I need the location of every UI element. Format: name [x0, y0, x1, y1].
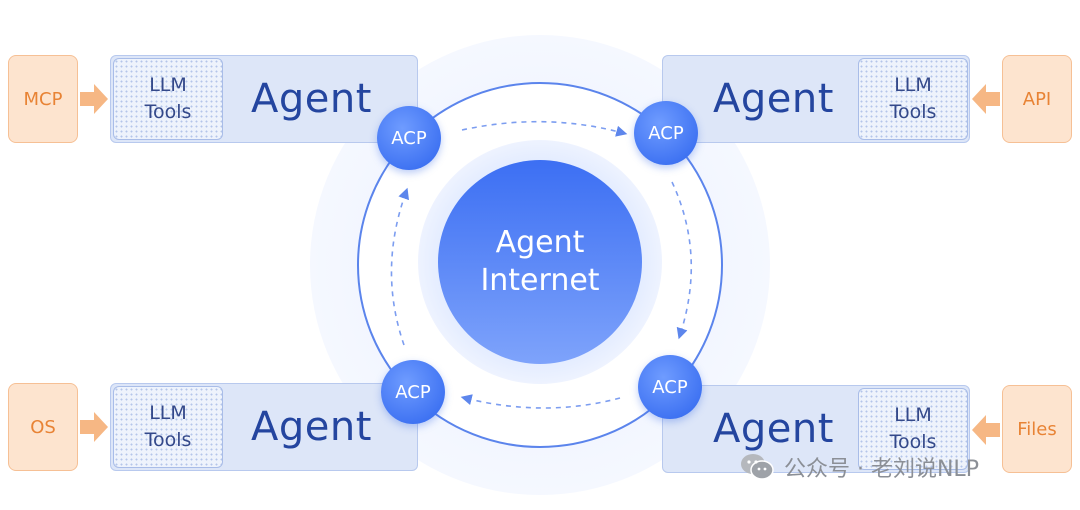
- feed-arrow-api: [972, 84, 1000, 114]
- llm-tools-box: LLM Tools: [113, 58, 223, 140]
- acp-node-top-right: ACP: [634, 101, 698, 165]
- acp-node-bottom-left: ACP: [381, 360, 445, 424]
- center-label-line2: Internet: [480, 263, 600, 298]
- flow-arrow-top: [461, 120, 628, 137]
- agent-internet-core: [438, 160, 642, 364]
- llm-tools-box: LLM Tools: [113, 386, 223, 468]
- agent-label: Agent: [713, 76, 834, 122]
- tools-line-tools: Tools: [144, 429, 192, 451]
- agent-label: Agent: [251, 76, 372, 122]
- tools-line-tools: Tools: [889, 101, 937, 123]
- tools-line-llm: LLM: [894, 74, 932, 96]
- source-api: API: [1002, 55, 1072, 143]
- agent-label: Agent: [251, 404, 372, 450]
- llm-tools-box: LLM Tools: [858, 388, 968, 470]
- agent-card-top-right: Agent LLM Tools: [662, 55, 970, 143]
- tools-line-llm: LLM: [149, 402, 187, 424]
- tools-line-llm: LLM: [149, 74, 187, 96]
- agent-label: Agent: [713, 406, 834, 452]
- acp-node-bottom-right: ACP: [638, 355, 702, 419]
- watermark: 公众号 · 老刘说NLP: [740, 452, 979, 482]
- tools-line-llm: LLM: [894, 404, 932, 426]
- agent-card-top-left: LLM Tools Agent: [110, 55, 418, 143]
- tools-line-tools: Tools: [889, 431, 937, 453]
- acp-node-top-left: ACP: [377, 106, 441, 170]
- center-label: Agent Internet: [440, 224, 640, 300]
- source-mcp: MCP: [8, 55, 78, 143]
- agent-card-bottom-left: LLM Tools Agent: [110, 383, 418, 471]
- center-label-line1: Agent: [495, 225, 585, 260]
- tools-line-tools: Tools: [144, 101, 192, 123]
- feed-arrow-os: [80, 412, 108, 442]
- feed-arrow-mcp: [80, 84, 108, 114]
- source-os: OS: [8, 383, 78, 471]
- wechat-icon: [741, 454, 774, 480]
- source-files: Files: [1002, 385, 1072, 473]
- agent-card-bottom-right: Agent LLM Tools: [662, 385, 970, 473]
- llm-tools-box: LLM Tools: [858, 58, 968, 140]
- watermark-text: 公众号 · 老刘说NLP: [784, 457, 979, 482]
- feed-arrow-files: [972, 415, 1000, 445]
